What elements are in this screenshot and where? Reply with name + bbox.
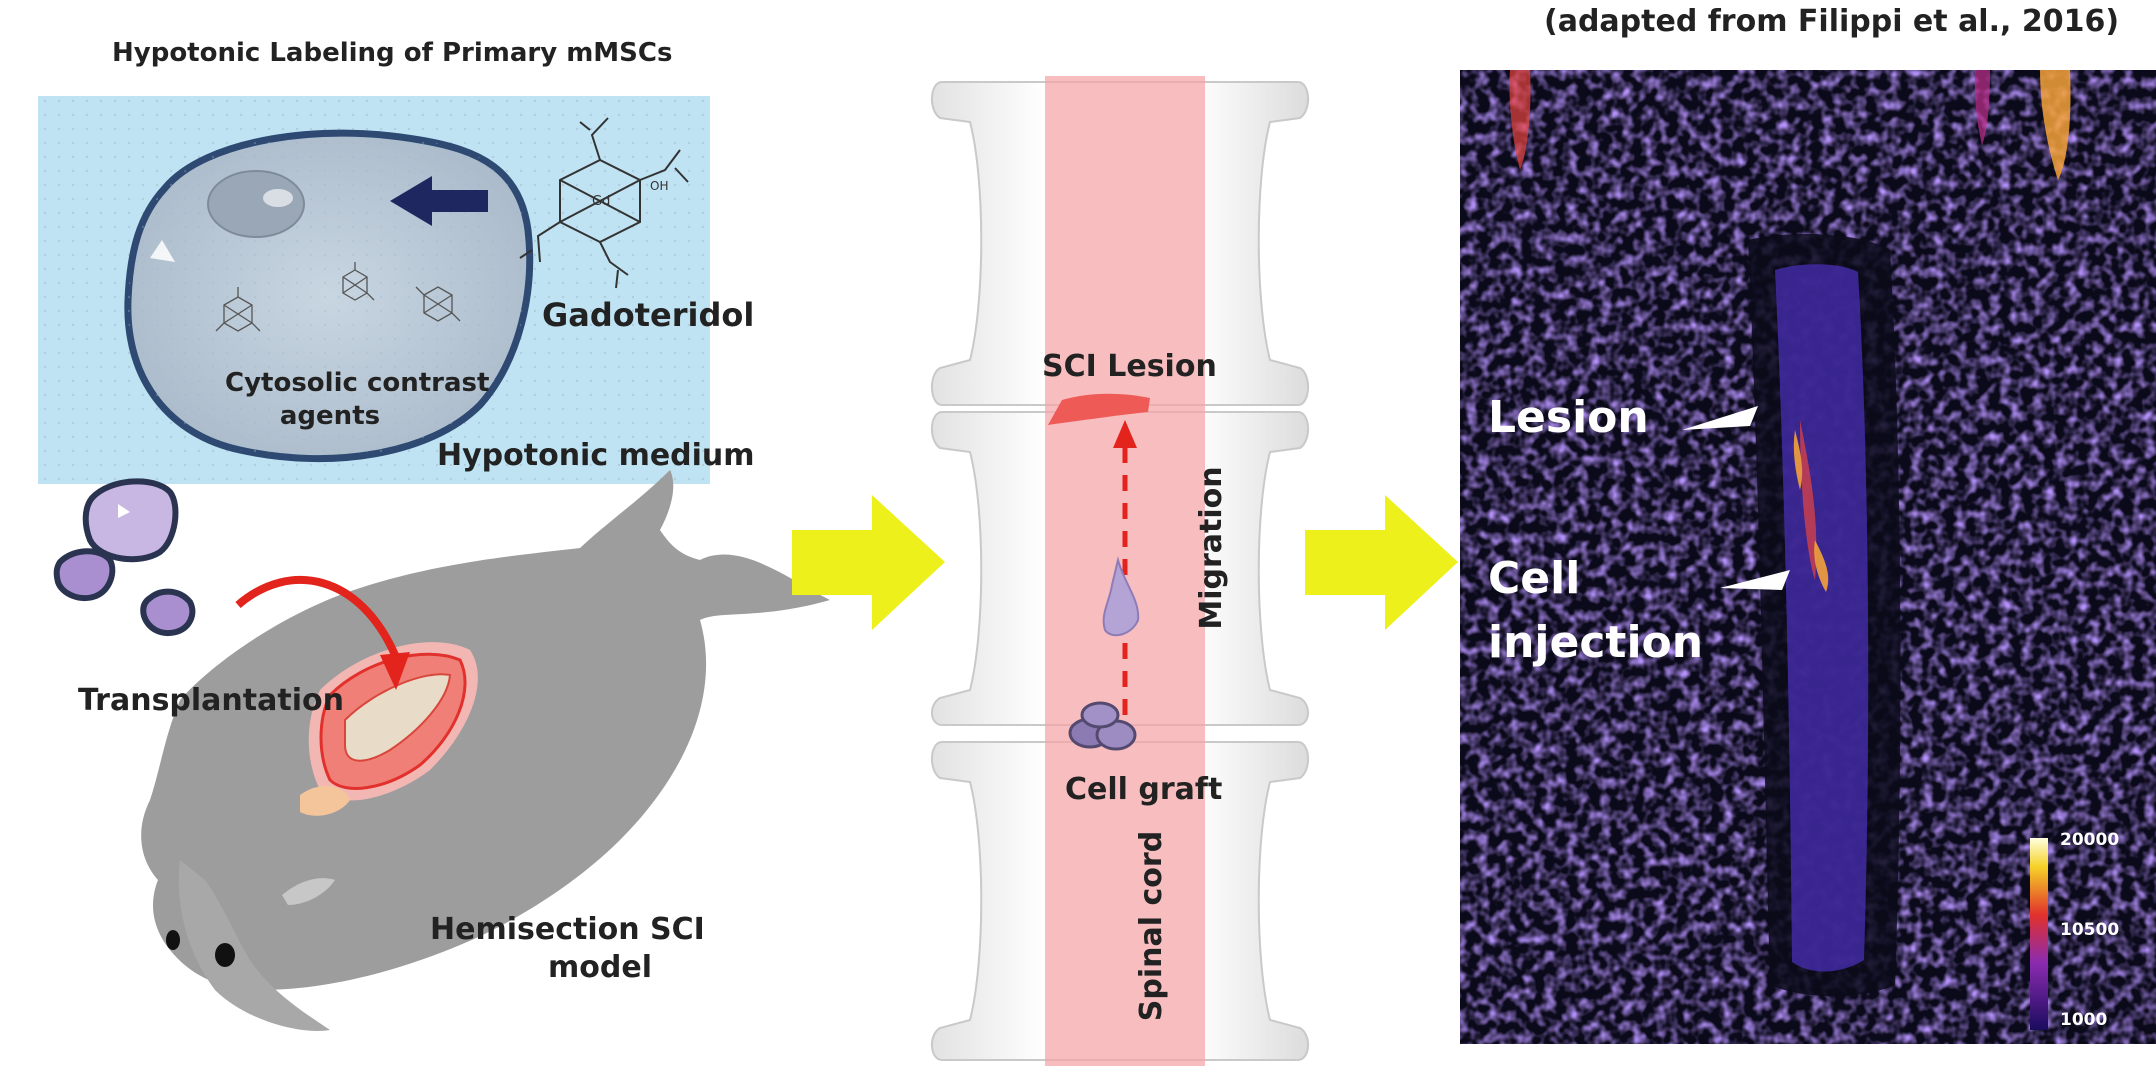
cell-injection-label-2: injection (1488, 617, 1704, 668)
citation: (adapted from Filippi et al., 2016) (1544, 4, 2120, 39)
lesion-pointer (1682, 406, 1758, 430)
transplant-arrow (235, 575, 399, 657)
mmsc-cell-1 (82, 478, 179, 563)
yellow-arrow-2 (1305, 495, 1458, 630)
gadoteridol-structure (519, 117, 689, 289)
hypotonic-medium-label: Hypotonic medium (437, 438, 755, 473)
uptake-arrow (428, 190, 488, 212)
colorbar-tick-max: 20000 (2060, 830, 2120, 850)
sci-lesion-label: SCI Lesion (1042, 349, 1217, 384)
model-label-1: Hemisection SCI (430, 912, 705, 947)
transplantation-label: Transplantation (78, 683, 344, 718)
migrating-cell (1102, 556, 1140, 637)
migration-label: Migration (1194, 466, 1229, 630)
colorbar (2030, 838, 2048, 1030)
injection-pointer (1720, 570, 1790, 590)
svg-text:Gd: Gd (592, 194, 610, 209)
spinal-cord-label: Spinal cord (1134, 830, 1169, 1022)
cell-graft-label: Cell graft (1065, 772, 1223, 807)
mouse-nose (215, 943, 235, 967)
gadoteridol-label: Gadoteridol (542, 296, 755, 334)
mmsc-cell-3 (140, 588, 196, 636)
yellow-arrow-1 (792, 495, 945, 630)
cell-injection-label-1: Cell (1488, 553, 1581, 604)
cytosolic-label-1: Cytosolic contrast (225, 368, 490, 398)
lesion-label: Lesion (1488, 392, 1649, 443)
left-panel-title: Hypotonic Labeling of Primary mMSCs (112, 38, 673, 68)
mmsc-cell-2 (53, 548, 116, 602)
contrast-agent-molecules (215, 262, 461, 332)
colorbar-tick-mid: 10500 (2060, 920, 2120, 940)
mouse-body (141, 470, 830, 990)
colorbar-tick-min: 1000 (2060, 1010, 2108, 1030)
model-label-2: model (548, 950, 652, 985)
mouse-eye (166, 930, 180, 950)
nucleus (207, 170, 305, 238)
cytosolic-label-2: agents (279, 401, 381, 431)
lesion-mark (1048, 393, 1150, 425)
svg-text:OH: OH (650, 179, 668, 193)
